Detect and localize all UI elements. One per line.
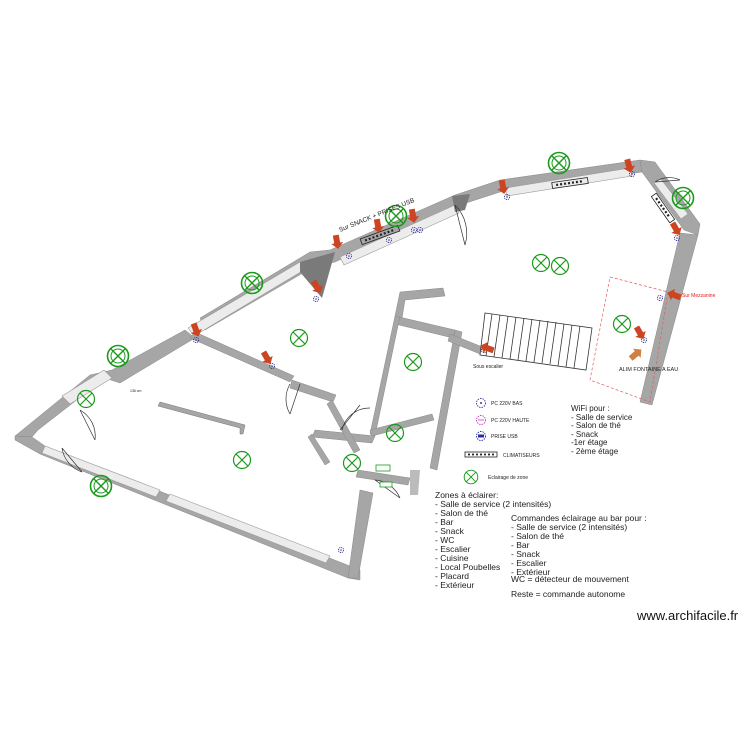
commands-title: Commandes éclairage au bar pour : [511, 513, 647, 523]
wifi-item: -1er étage [571, 438, 608, 448]
dimension-label: 136 cm [130, 389, 142, 393]
socket-low-icon [476, 398, 486, 408]
wifi-item: - Snack [571, 429, 599, 439]
zones-title: Zones à éclairer: [435, 490, 499, 500]
legend-label-ac: CLIMATISEURS [503, 453, 540, 459]
legend-label-zone-light: Eclairage de zone [488, 475, 528, 481]
interior-walls [189, 287, 491, 486]
zone-light-icon [463, 469, 479, 485]
staircase [479, 312, 593, 371]
under-stairs-label: Sous escalier [473, 364, 503, 370]
legend-label-usb: PRISE USB [491, 434, 518, 440]
legend: PC 220V BAS PC 220V HAUTE PRISE USB CLIM… [463, 398, 540, 485]
fountain-arrow [628, 348, 642, 361]
commands-item: - Escalier [511, 558, 547, 568]
zones-item: - Salle de service (2 intensités) [435, 499, 552, 509]
wifi-item: - Salon de thé [571, 421, 621, 431]
wifi-item: - Salle de service [571, 412, 633, 422]
commands-item: - Bar [511, 540, 530, 550]
rest-note: Reste = commande autonome [511, 589, 626, 599]
service-counter [157, 401, 246, 435]
air-conditioner-icon [464, 451, 498, 458]
bar-marker [375, 464, 391, 472]
wc-note: WC = détecteur de mouvement [511, 574, 629, 584]
wifi-item: - 2ème étage [571, 446, 619, 456]
legend-label-socket-high: PC 220V HAUTE [491, 418, 530, 424]
bar-marker-2 [379, 481, 393, 488]
socket-high-icon [476, 415, 486, 425]
zones-item: - Extérieur [435, 580, 475, 590]
commands-item: - Salon de thé [511, 531, 564, 541]
red-arrows [187, 157, 685, 368]
commands-item: - Salle de service (2 intensités) [511, 522, 628, 532]
usb-socket-icon [476, 431, 486, 441]
mezzanine-label: Sur Mezzanine [682, 293, 716, 299]
zones-item: - Local Poubelles [435, 562, 501, 572]
pillars [300, 194, 470, 298]
zones-item: - Bar [435, 517, 454, 527]
zones-item: - Placard [435, 571, 470, 581]
doors [61, 177, 681, 499]
mezzanine-outline [589, 276, 669, 403]
zones-item: - Escalier [435, 544, 471, 554]
commands-item: - Extérieur [511, 567, 551, 577]
legend-label-socket-low: PC 220V BAS [491, 401, 523, 407]
wifi-title: WiFi pour : [571, 404, 610, 413]
small-counter [410, 470, 420, 495]
zones-item: - Salon de thé [435, 508, 488, 518]
zones-item: - WC [435, 535, 455, 545]
wifi-note: WiFi pour : - Salle de service - Salon d… [571, 404, 633, 457]
commands-item: - Snack [511, 549, 540, 559]
watermark: www.archifacile.fr [637, 608, 739, 623]
commands-note: Commandes éclairage au bar pour : - Sall… [511, 514, 647, 577]
fountain-label: ALIM FONTAINE A EAU [619, 367, 678, 373]
zones-note: Zones à éclairer: - Salle de service (2 … [435, 491, 551, 590]
zones-item: - Snack [435, 526, 464, 536]
zones-item: - Cuisine [435, 553, 469, 563]
